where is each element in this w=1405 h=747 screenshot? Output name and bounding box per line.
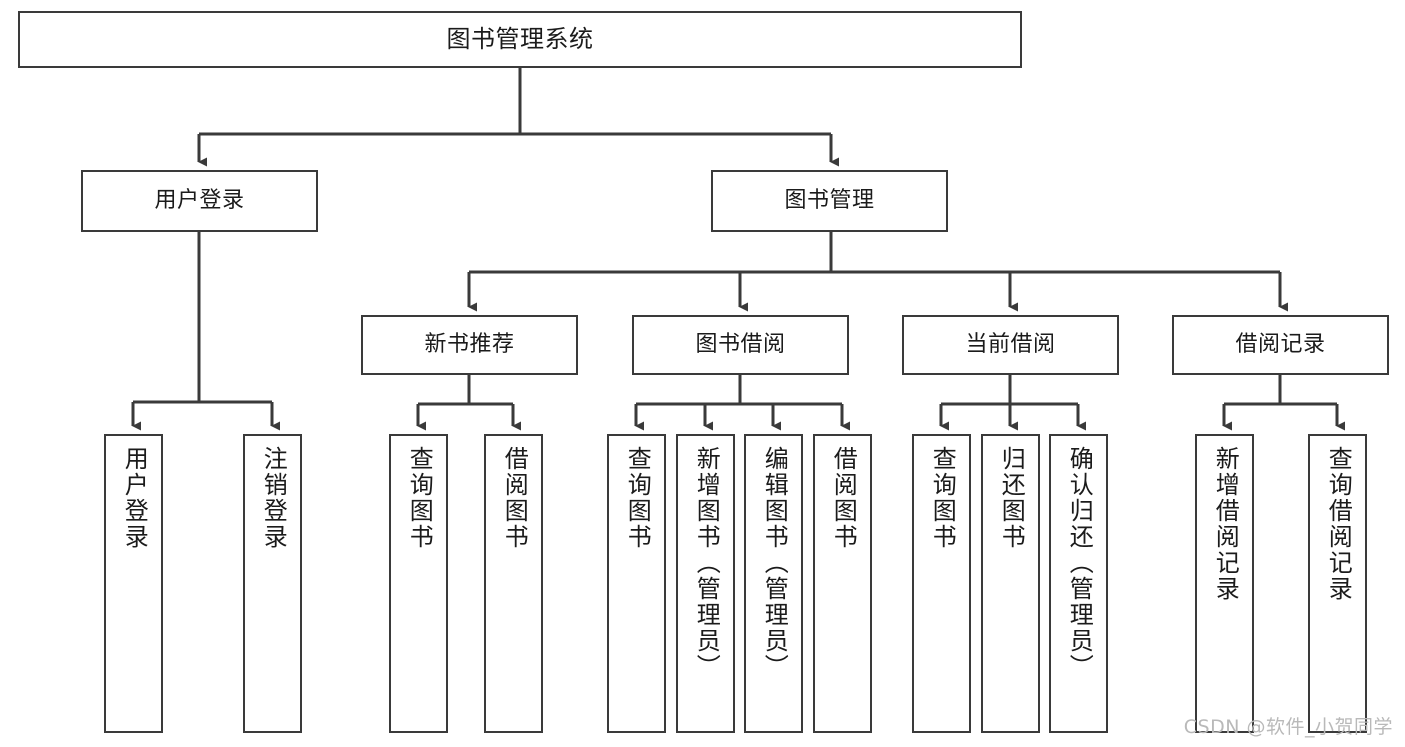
node-user-login[interactable]: 用户登录 — [81, 170, 318, 232]
leaf-user-login-login[interactable]: 用户登录 — [104, 434, 163, 733]
node-label: 注销登录 — [259, 446, 288, 550]
leaf-borrow-record-add-record[interactable]: 新增借阅记录 — [1195, 434, 1254, 733]
node-current-borrowing[interactable]: 当前借阅 — [902, 315, 1119, 375]
node-label: 查询图书 — [623, 446, 652, 550]
node-borrowing-records[interactable]: 借阅记录 — [1172, 315, 1389, 375]
node-label: 新增图书（管理员） — [692, 446, 721, 680]
leaf-new-book-query-books[interactable]: 查询图书 — [389, 434, 448, 733]
node-label: 借阅图书 — [829, 446, 858, 550]
node-label: 当前借阅 — [965, 332, 1056, 358]
node-label: 确认归还（管理员） — [1065, 446, 1094, 680]
node-book-management[interactable]: 图书管理 — [711, 170, 948, 232]
leaf-new-book-borrow-books[interactable]: 借阅图书 — [484, 434, 543, 733]
leaf-book-borrow-add-book-admin[interactable]: 新增图书（管理员） — [676, 434, 735, 733]
leaf-current-borrow-return-books[interactable]: 归还图书 — [981, 434, 1040, 733]
node-label: 查询借阅记录 — [1324, 446, 1353, 602]
node-label: 图书管理系统 — [446, 25, 594, 54]
csdn-watermark: CSDN @软件_小贺同学 — [1183, 716, 1393, 738]
leaf-book-borrow-edit-book-admin[interactable]: 编辑图书（管理员） — [744, 434, 803, 733]
node-root-library-system[interactable]: 图书管理系统 — [18, 11, 1022, 68]
node-label: 图书借阅 — [695, 332, 786, 358]
node-book-borrowing[interactable]: 图书借阅 — [632, 315, 849, 375]
node-label: 借阅记录 — [1235, 332, 1326, 358]
node-label: 借阅图书 — [500, 446, 529, 550]
node-label: 新书推荐 — [424, 332, 515, 358]
node-label: 编辑图书（管理员） — [760, 446, 789, 680]
node-label: 用户登录 — [120, 446, 149, 550]
node-label: 查询图书 — [405, 446, 434, 550]
leaf-borrow-record-query-record[interactable]: 查询借阅记录 — [1308, 434, 1367, 733]
node-label: 图书管理 — [784, 188, 875, 214]
leaf-book-borrow-query-books[interactable]: 查询图书 — [607, 434, 666, 733]
leaf-current-borrow-query-books[interactable]: 查询图书 — [912, 434, 971, 733]
node-new-book-recommendation[interactable]: 新书推荐 — [361, 315, 578, 375]
leaf-user-login-logout[interactable]: 注销登录 — [243, 434, 302, 733]
leaf-book-borrow-borrow-books[interactable]: 借阅图书 — [813, 434, 872, 733]
node-label: 新增借阅记录 — [1211, 446, 1240, 602]
leaf-current-borrow-confirm-return-admin[interactable]: 确认归还（管理员） — [1049, 434, 1108, 733]
node-label: 归还图书 — [997, 446, 1026, 550]
node-label: 用户登录 — [154, 188, 245, 214]
node-label: 查询图书 — [928, 446, 957, 550]
